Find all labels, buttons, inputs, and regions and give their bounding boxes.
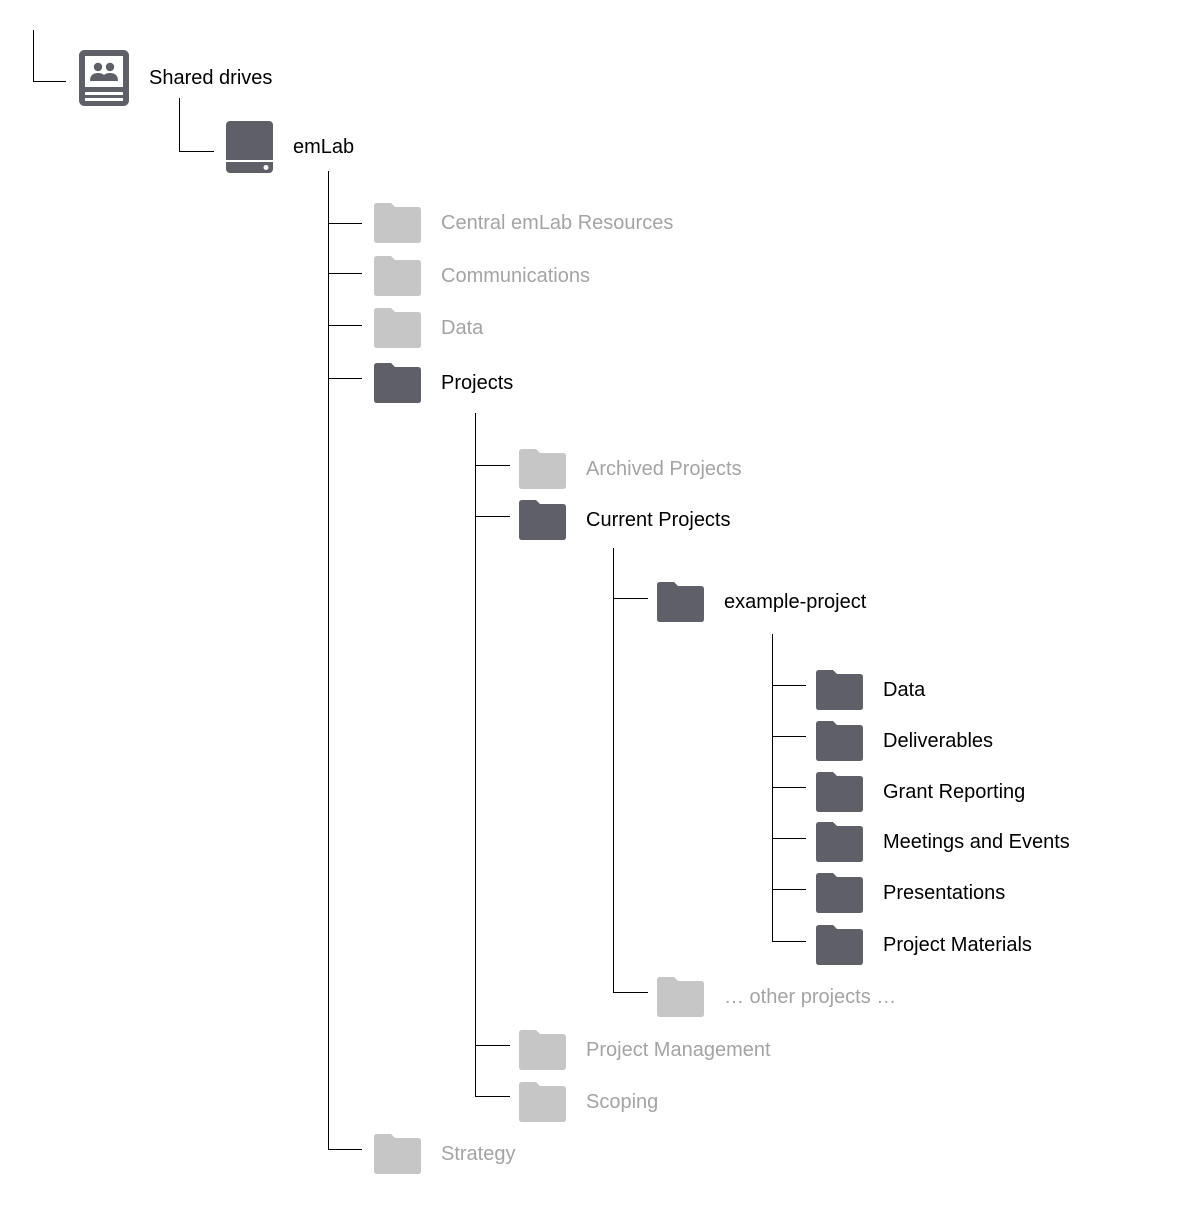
node-label: … other projects … bbox=[724, 985, 897, 1008]
tree-node-central-resources[interactable]: Central emLab Resources bbox=[374, 203, 673, 243]
folder-icon bbox=[374, 363, 421, 403]
folder-icon bbox=[374, 1134, 421, 1174]
tree-node-ep-presentations[interactable]: Presentations bbox=[816, 873, 1005, 913]
folder-icon bbox=[519, 1082, 566, 1122]
node-label: Project Management bbox=[586, 1038, 771, 1061]
folder-icon bbox=[816, 772, 863, 812]
tree-node-ep-project-materials[interactable]: Project Materials bbox=[816, 925, 1032, 965]
tree-node-projects[interactable]: Projects bbox=[374, 363, 513, 403]
tree-node-example-project[interactable]: example-project bbox=[657, 582, 866, 622]
tree-node-scoping[interactable]: Scoping bbox=[519, 1082, 658, 1122]
node-label: Strategy bbox=[441, 1142, 516, 1165]
node-label: Project Materials bbox=[883, 933, 1032, 956]
tree-node-shared-drives[interactable]: Shared drives bbox=[79, 50, 272, 106]
tree-node-ep-grant-reporting[interactable]: Grant Reporting bbox=[816, 772, 1025, 812]
folder-icon bbox=[657, 977, 704, 1017]
tree-node-strategy[interactable]: Strategy bbox=[374, 1134, 515, 1174]
folder-icon bbox=[374, 203, 421, 243]
node-label: Meetings and Events bbox=[883, 830, 1070, 853]
node-label: example-project bbox=[724, 590, 867, 613]
tree-node-other-projects[interactable]: … other projects … bbox=[657, 977, 896, 1017]
node-label: Data bbox=[883, 678, 926, 701]
node-label: emLab bbox=[293, 135, 355, 158]
folder-icon bbox=[519, 500, 566, 540]
node-label: Data bbox=[441, 316, 484, 339]
node-label: Deliverables bbox=[883, 729, 994, 752]
tree-node-ep-deliverables[interactable]: Deliverables bbox=[816, 721, 993, 761]
shared-drives-icon bbox=[79, 50, 129, 106]
tree-node-data[interactable]: Data bbox=[374, 308, 483, 348]
folder-icon bbox=[816, 925, 863, 965]
tree-node-archived-projects[interactable]: Archived Projects bbox=[519, 449, 742, 489]
node-label: Shared drives bbox=[149, 66, 273, 89]
drive-icon bbox=[226, 121, 273, 173]
folder-icon bbox=[816, 822, 863, 862]
tree-node-ep-meetings[interactable]: Meetings and Events bbox=[816, 822, 1070, 862]
node-label: Scoping bbox=[586, 1090, 659, 1113]
tree-node-current-projects[interactable]: Current Projects bbox=[519, 500, 731, 540]
folder-icon bbox=[374, 308, 421, 348]
tree-node-ep-data[interactable]: Data bbox=[816, 670, 925, 710]
folder-icon bbox=[374, 256, 421, 296]
node-label: Grant Reporting bbox=[883, 780, 1026, 803]
tree-node-project-management[interactable]: Project Management bbox=[519, 1030, 771, 1070]
node-label: Current Projects bbox=[586, 508, 731, 531]
node-label: Presentations bbox=[883, 881, 1006, 904]
node-label: Archived Projects bbox=[586, 457, 742, 480]
node-label: Central emLab Resources bbox=[441, 211, 674, 234]
folder-icon bbox=[657, 582, 704, 622]
folder-icon bbox=[816, 721, 863, 761]
tree-node-emlab[interactable]: emLab bbox=[226, 121, 354, 173]
folder-icon bbox=[519, 449, 566, 489]
folder-icon bbox=[816, 670, 863, 710]
tree-node-communications[interactable]: Communications bbox=[374, 256, 590, 296]
node-label: Communications bbox=[441, 264, 590, 287]
node-label: Projects bbox=[441, 371, 514, 394]
folder-icon bbox=[816, 873, 863, 913]
folder-icon bbox=[519, 1030, 566, 1070]
